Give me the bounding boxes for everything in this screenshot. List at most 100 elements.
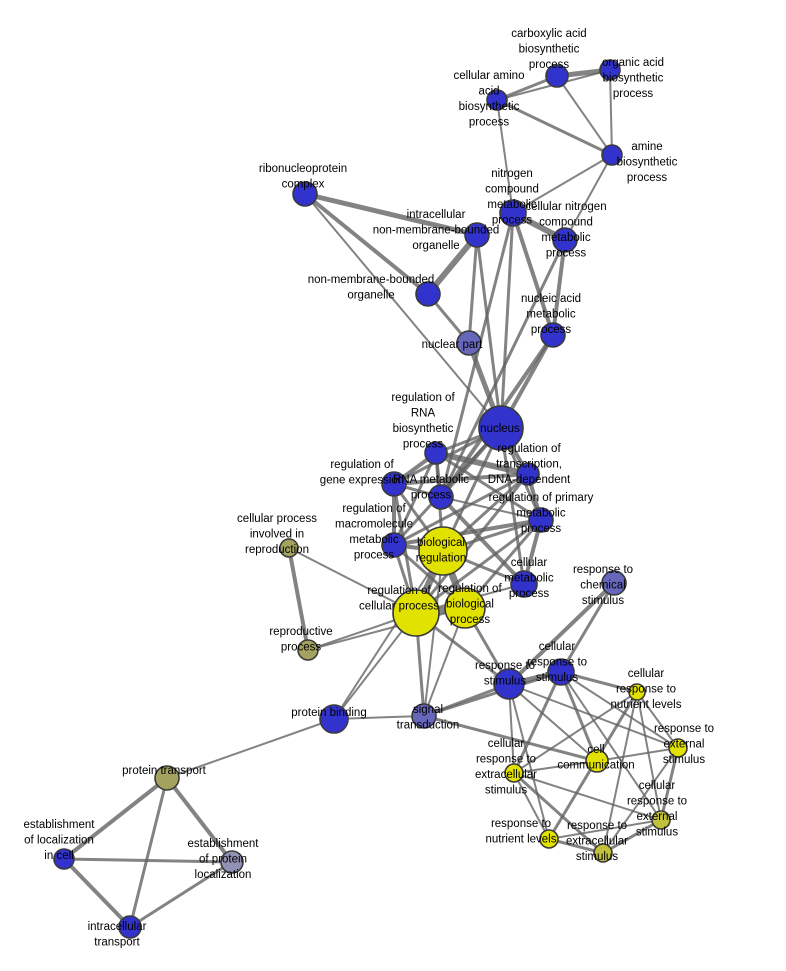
graph-node-nucleic-acid-metabolic[interactable] (540, 322, 566, 348)
graph-node-cellular-metabolic[interactable] (510, 570, 538, 598)
graph-edge (609, 69, 613, 156)
graph-node-regulation-gene-expression[interactable] (381, 471, 407, 497)
graph-edge (560, 671, 679, 749)
graph-node-response-extracellular-stimulus[interactable] (593, 843, 613, 863)
graph-node-ribonucleoprotein-complex[interactable] (292, 181, 318, 207)
graph-node-nitrogen-compound-metabolic[interactable] (499, 199, 527, 227)
graph-edge (166, 718, 335, 779)
graph-node-amine-biosynthetic[interactable] (601, 144, 623, 166)
graph-node-nuclear-part[interactable] (456, 330, 482, 356)
graph-edge (513, 760, 598, 774)
graph-node-regulation-biological-process[interactable] (444, 587, 486, 629)
graph-edge (304, 193, 502, 429)
graph-edge (165, 776, 234, 864)
graph-edge (302, 191, 480, 238)
graph-edge (439, 211, 515, 499)
graph-node-label-nuclear-part: nuclear part (422, 339, 484, 351)
graph-node-cellular-response-external-stimulus[interactable] (651, 810, 671, 830)
graph-node-regulation-cellular-process[interactable] (392, 589, 440, 637)
graph-edge (507, 581, 616, 686)
graph-node-biological-regulation[interactable] (418, 526, 468, 576)
graph-edge (636, 691, 679, 749)
graph-edge (333, 550, 444, 720)
graph-edge (440, 496, 542, 521)
graph-edge (556, 75, 613, 156)
graph-node-response-external-stimulus[interactable] (668, 738, 688, 758)
graph-node-response-chemical-stimulus[interactable] (601, 570, 627, 596)
graph-edge (508, 683, 550, 840)
graph-edge (602, 747, 679, 854)
graph-edge (422, 670, 563, 718)
graph-edge (559, 670, 599, 763)
graph-edge (559, 581, 616, 674)
graph-edge (128, 860, 234, 929)
graph-node-intracellular-transport[interactable] (118, 915, 142, 939)
graph-edge (128, 776, 169, 929)
graph-edge (636, 691, 662, 821)
graph-node-label-nucleus: nucleus (480, 423, 520, 435)
graph-edge (512, 670, 563, 775)
graph-edge (422, 714, 599, 763)
graph-node-regulation-macromolecule-metabolic[interactable] (381, 532, 407, 558)
graph-node-signal-transduction[interactable] (411, 703, 437, 729)
graph-node-cellular-process-reproduction[interactable] (279, 538, 299, 558)
graph-edge (548, 819, 662, 840)
graph-node-response-stimulus[interactable] (493, 668, 525, 700)
graph-node-nucleus[interactable] (478, 405, 524, 451)
graph-node-cellular-amino-acid-biosynthetic[interactable] (486, 89, 508, 111)
graph-node-intracellular-non-membrane-organelle[interactable] (464, 222, 490, 248)
graph-node-regulation-rna-biosynthetic[interactable] (424, 441, 448, 465)
graph-node-carboxylic-acid-biosynthetic[interactable] (545, 64, 569, 88)
graph-node-reproductive-process[interactable] (297, 639, 319, 661)
graph-node-cellular-response-nutrient-levels[interactable] (628, 683, 646, 701)
graph-edge (499, 211, 515, 430)
graph-node-organic-acid-biosynthetic[interactable] (599, 59, 621, 81)
graph-edge (392, 472, 530, 547)
graph-node-cellular-response-stimulus[interactable] (547, 658, 575, 686)
graph-node-regulation-primary-metabolic[interactable] (528, 507, 554, 533)
graph-edge (508, 683, 598, 762)
graph-edge (287, 546, 310, 652)
graph-edge (62, 776, 169, 861)
graph-node-protein-transport[interactable] (154, 765, 180, 791)
graph-node-non-membrane-organelle[interactable] (415, 281, 441, 307)
graph-node-label-protein-binding: protein binding (291, 707, 366, 719)
graph-node-cellular-response-extracellular-stimulus[interactable] (504, 763, 524, 783)
graph-node-rna-metabolic[interactable] (428, 484, 454, 510)
graph-node-response-nutrient-levels[interactable] (539, 829, 559, 849)
graph-edge (496, 99, 514, 214)
graph-node-cellular-nitrogen-compound-metabolic[interactable] (552, 227, 578, 253)
graph-node-regulation-transcription[interactable] (516, 462, 540, 486)
graph-edge (512, 771, 605, 855)
graph-node-establishment-protein-localization[interactable] (220, 850, 244, 874)
graph-edge (392, 518, 543, 547)
graph-node-cell-communication[interactable] (585, 749, 609, 773)
graph-edge (508, 683, 679, 749)
graph-edge (564, 154, 613, 241)
graph-node-protein-binding[interactable] (319, 704, 349, 734)
graph-node-establishment-localization-cell[interactable] (53, 848, 75, 870)
